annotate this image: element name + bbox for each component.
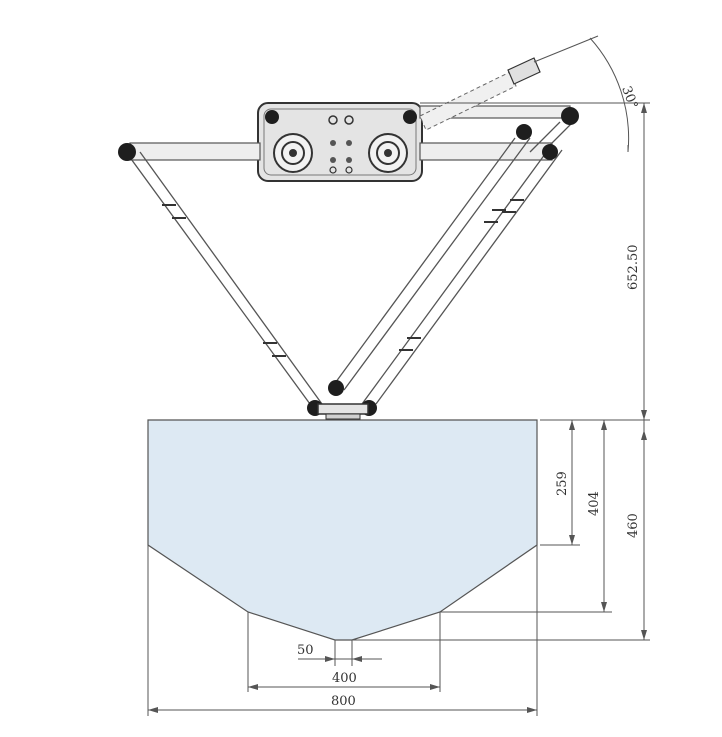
joint-ball-icon — [328, 380, 344, 396]
dim-404-label: 404 — [587, 491, 602, 516]
angle-label: 30° — [618, 84, 640, 111]
forearms — [125, 121, 574, 405]
horizontal-dimensions — [147, 545, 538, 716]
dim-50-label: 50 — [297, 643, 314, 658]
workspace-envelope — [147, 419, 538, 641]
joint-ball-icon — [118, 143, 136, 161]
vertical-dimensions — [352, 420, 650, 641]
end-effector — [317, 403, 369, 420]
height-label: 652.50 — [626, 245, 641, 291]
dim-460-label: 460 — [626, 513, 641, 538]
dim-800-label: 800 — [331, 694, 356, 709]
height-dimension — [540, 102, 650, 421]
tilted-arm — [419, 57, 541, 131]
joint-ball-icon — [516, 124, 532, 140]
forearm-segment-marks — [162, 199, 524, 357]
dim-259-label: 259 — [555, 471, 570, 496]
joint-ball-icon — [561, 107, 579, 125]
dim-400-label: 400 — [332, 671, 357, 686]
robot-base — [257, 102, 423, 182]
base-corner-joint — [265, 110, 279, 124]
joint-ball-icon — [542, 144, 558, 160]
base-corner-joint — [403, 110, 417, 124]
